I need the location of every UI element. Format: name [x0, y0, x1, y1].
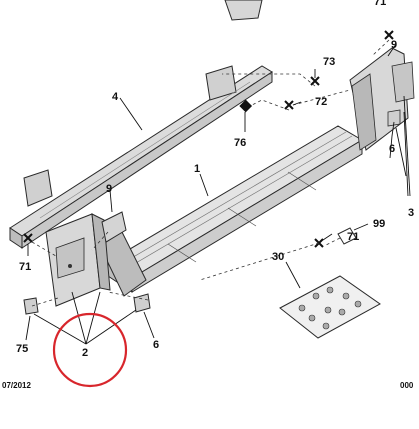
retainer-6-bottom-part	[133, 293, 151, 313]
callout-4: 4	[112, 91, 119, 103]
leader-lines	[25, 43, 411, 345]
cross-fastener-72	[284, 100, 294, 110]
callout-71-mid: 71	[347, 231, 359, 243]
retainer-75-part	[23, 297, 39, 315]
left-end-cap-part	[45, 213, 111, 307]
highlight-circle	[52, 312, 128, 388]
callout-76: 76	[234, 137, 246, 149]
callout-6-right: 6	[389, 143, 395, 155]
callout-9-mid: 9	[106, 183, 112, 195]
callout-2: 2	[82, 347, 88, 359]
callout-73: 73	[323, 56, 335, 68]
footer-code: 000	[400, 381, 414, 390]
callout-9-top: 9	[391, 39, 397, 51]
cross-fastener-71-top	[384, 30, 394, 40]
cross-fastener-71-left	[23, 233, 33, 243]
callout-30: 30	[272, 251, 284, 263]
footer-date: 07/2012	[2, 381, 31, 390]
callout-72: 72	[315, 96, 327, 108]
callout-71-top: 71	[374, 0, 386, 8]
callout-75: 75	[16, 343, 28, 355]
square-clip-76-part	[239, 99, 253, 113]
left-clip-part	[101, 211, 127, 243]
top-bracket-part	[224, 0, 263, 21]
upper-rail-part	[9, 65, 273, 249]
callout-6-bottom: 6	[153, 339, 159, 351]
callout-3: 3	[408, 207, 414, 219]
callout-1: 1	[194, 163, 200, 175]
callout-99: 99	[373, 218, 385, 230]
clip-kit-30-part	[279, 275, 381, 339]
cross-fastener-73	[310, 76, 320, 86]
assembly-lines	[31, 39, 390, 307]
callout-71-left: 71	[19, 261, 31, 273]
plug-99-part	[337, 227, 357, 245]
